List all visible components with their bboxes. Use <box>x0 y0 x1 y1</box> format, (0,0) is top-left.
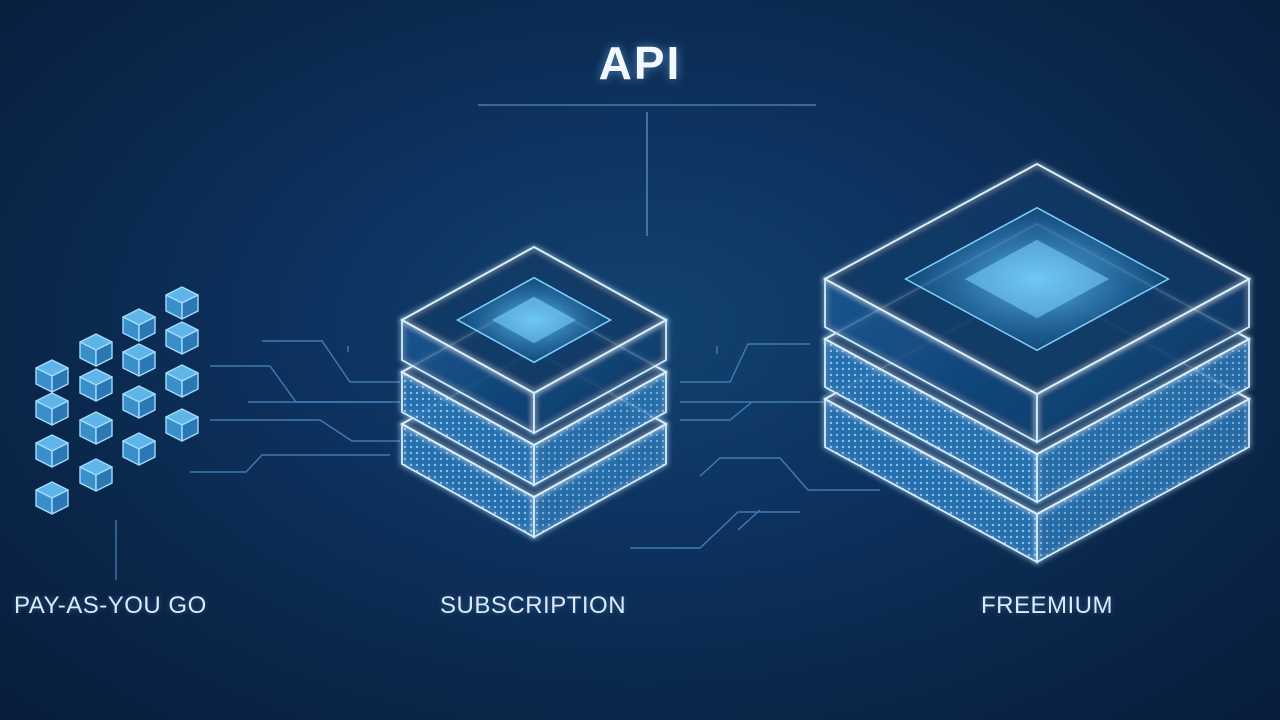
cube <box>122 432 156 466</box>
diagram-title: API <box>598 37 682 89</box>
api-connector <box>478 104 816 236</box>
cube <box>165 286 199 320</box>
circuit-traces <box>115 340 880 580</box>
stack-layer <box>822 162 1252 444</box>
cube <box>122 385 156 419</box>
cube <box>79 411 113 445</box>
freemium-label: FREEMIUM <box>981 592 1113 619</box>
cube <box>79 368 113 402</box>
cube <box>165 364 199 398</box>
cube <box>79 458 113 492</box>
stack-layer <box>399 245 669 435</box>
pay-as-you-go-label: PAY-AS-YOU GO <box>14 592 207 619</box>
cube <box>35 359 69 393</box>
cube <box>35 481 69 515</box>
cube <box>79 333 113 367</box>
cube <box>35 434 69 468</box>
cube <box>35 392 69 426</box>
subscription-stack <box>399 245 669 539</box>
cube <box>165 321 199 355</box>
cube <box>122 343 156 377</box>
pay-as-you-go-cubes <box>35 286 199 515</box>
subscription-label: SUBSCRIPTION <box>440 592 627 619</box>
cube <box>165 408 199 442</box>
freemium-stack <box>822 162 1252 564</box>
cube <box>122 308 156 342</box>
